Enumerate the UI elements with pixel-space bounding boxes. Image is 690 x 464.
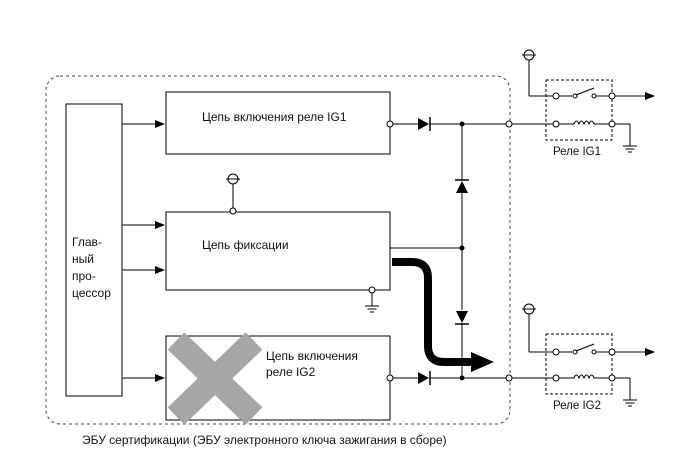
svg-text:ный: ный <box>72 252 94 266</box>
latch-bus <box>390 124 463 378</box>
svg-text:Цепь включения: Цепь включения <box>266 349 358 363</box>
ig2-output-line <box>386 374 556 382</box>
svg-text:про-: про- <box>72 269 96 283</box>
bus-diode-lower-icon <box>455 311 469 325</box>
relay-ig2 <box>522 303 655 407</box>
ig2-circuit-label: Цепь включения реле IG2 <box>266 349 358 379</box>
ig1-circuit-label: Цепь включения реле IG1 <box>202 110 347 124</box>
cpu-output-arrows <box>122 120 165 382</box>
relay-ig1-label: Реле IG1 <box>553 146 601 158</box>
svg-text:цессор: цессор <box>72 286 111 300</box>
bus-junctions <box>459 121 465 381</box>
ig1-diode-icon <box>418 117 431 131</box>
ig2-diode-icon <box>418 371 431 385</box>
main-processor-block <box>65 103 123 397</box>
bus-diode-upper-icon <box>455 179 469 193</box>
latch-power-terminal-icon <box>226 173 240 215</box>
relay-ig1 <box>522 49 655 153</box>
latch-ground-icon <box>365 286 379 313</box>
ecu-caption: ЭБУ сертификации (ЭБУ электронного ключа… <box>82 433 447 447</box>
latch-flow-arrow-icon <box>392 258 494 372</box>
disabled-cross-icon <box>167 332 263 425</box>
svg-text:Глав-: Глав- <box>72 235 102 249</box>
ig1-circuit-block <box>165 91 391 155</box>
svg-text:реле IG2: реле IG2 <box>266 365 316 379</box>
relay-ig2-label: Реле IG2 <box>553 400 601 412</box>
latch-circuit-block <box>165 211 391 291</box>
latch-circuit-label: Цепь фиксации <box>202 238 289 252</box>
ecu-boundary <box>45 75 511 425</box>
main-processor-label: Глав- ный про- цессор <box>72 235 111 300</box>
ig1-output-line <box>386 120 556 128</box>
